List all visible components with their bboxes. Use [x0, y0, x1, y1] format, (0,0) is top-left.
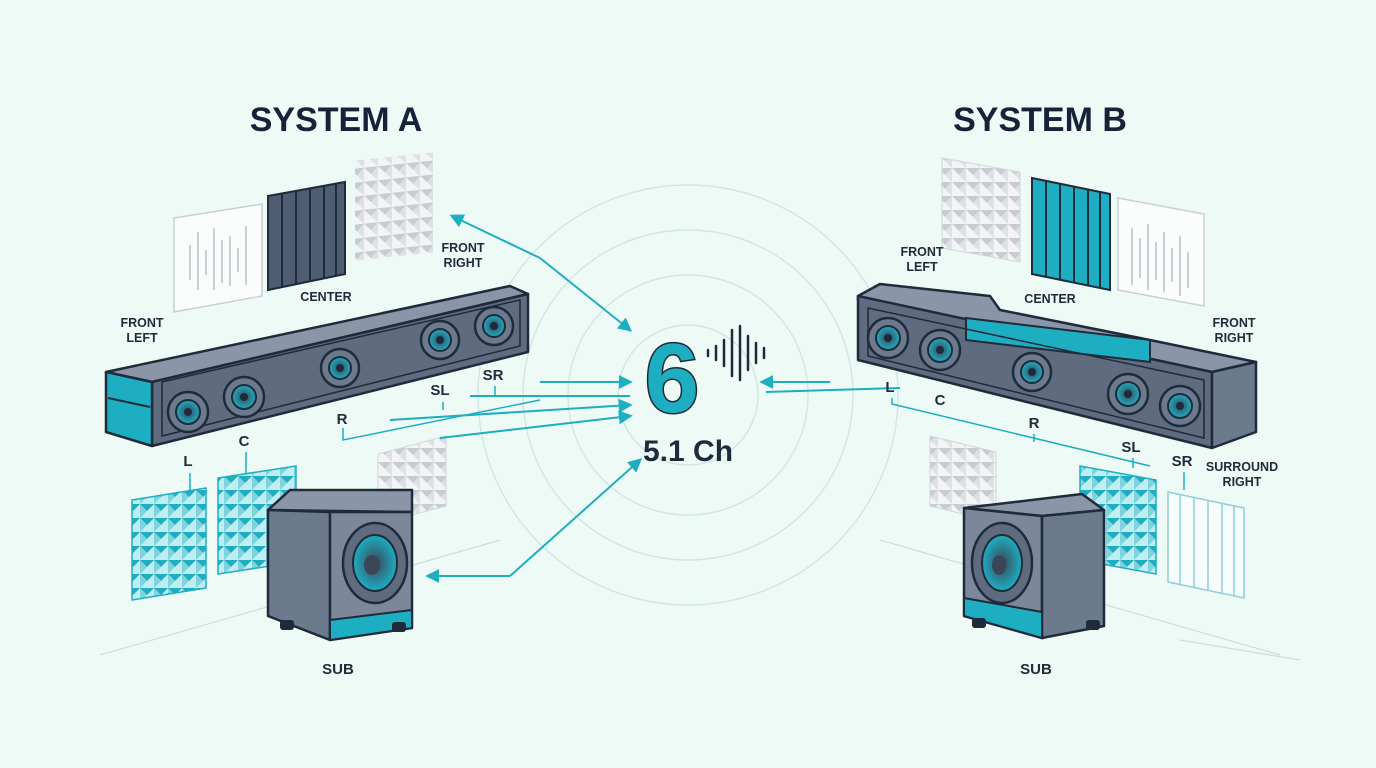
system-b-title: SYSTEM B — [953, 101, 1127, 139]
label-a-sr: SR — [483, 367, 504, 384]
label-b-sr: SR — [1172, 453, 1193, 470]
label-a-l: L — [183, 453, 192, 470]
label-b-sub: SUB — [1020, 661, 1052, 678]
speaker-driver-icon — [473, 305, 515, 347]
diffuser-panel-b-top — [941, 157, 1021, 263]
label-b-front-left-1: FRONT — [900, 245, 943, 259]
soundbar-b — [856, 282, 1258, 450]
label-b-surround-right-1: SURROUND — [1206, 460, 1278, 474]
label-b-front-right-2: RIGHT — [1215, 331, 1254, 345]
label-b-c: C — [935, 392, 946, 409]
label-b-l: L — [885, 379, 894, 396]
label-b-sl: SL — [1121, 439, 1140, 456]
diffuser-panel-a-top — [355, 152, 433, 261]
label-a-front-left-2: LEFT — [126, 331, 158, 345]
subwoofer-b — [962, 492, 1106, 640]
speaker-driver-icon — [319, 347, 361, 389]
center-badge: 6 5.1 Ch — [643, 322, 766, 468]
signal-arrows — [389, 214, 901, 583]
speaker-driver-icon — [1158, 384, 1202, 428]
label-a-front-right-1: FRONT — [441, 241, 484, 255]
system-a-title: SYSTEM A — [250, 101, 423, 139]
speaker-driver-icon — [1106, 372, 1150, 416]
waveform-panel-a — [173, 203, 263, 313]
acoustic-panel-icon — [1167, 491, 1245, 599]
soundbar-a — [104, 284, 530, 448]
label-a-front-right-2: RIGHT — [444, 256, 483, 270]
speaker-driver-icon — [222, 375, 266, 419]
speaker-driver-icon — [866, 316, 910, 360]
subwoofer-a — [266, 488, 414, 642]
acoustic-panel-icon — [1031, 176, 1111, 292]
label-b-front-left-2: LEFT — [906, 260, 938, 274]
speaker-driver-icon — [1011, 351, 1053, 393]
label-a-c: C — [239, 433, 250, 450]
label-a-front-left-1: FRONT — [120, 316, 163, 330]
speaker-driver-icon — [419, 319, 461, 361]
label-a-sl: SL — [430, 382, 449, 399]
channel-count-number: 6 — [645, 323, 700, 433]
label-b-surround-right-2: RIGHT — [1223, 475, 1262, 489]
channel-format-label: 5.1 Ch — [643, 435, 733, 468]
label-b-center: CENTER — [1024, 292, 1075, 306]
speaker-driver-icon — [166, 390, 210, 434]
acoustic-panel-icon — [267, 180, 346, 292]
leader-lines-b — [891, 398, 1185, 490]
label-a-r: R — [337, 411, 348, 428]
speaker-driver-icon — [918, 328, 962, 372]
sound-wave-icon — [706, 324, 766, 382]
speaker-driver-icon — [970, 521, 1034, 605]
label-a-sub: SUB — [322, 661, 354, 678]
speaker-driver-icon — [341, 521, 409, 605]
label-a-center: CENTER — [300, 290, 351, 304]
waveform-panel-b — [1117, 197, 1205, 307]
label-b-r: R — [1029, 415, 1040, 432]
label-b-front-right-1: FRONT — [1212, 316, 1255, 330]
